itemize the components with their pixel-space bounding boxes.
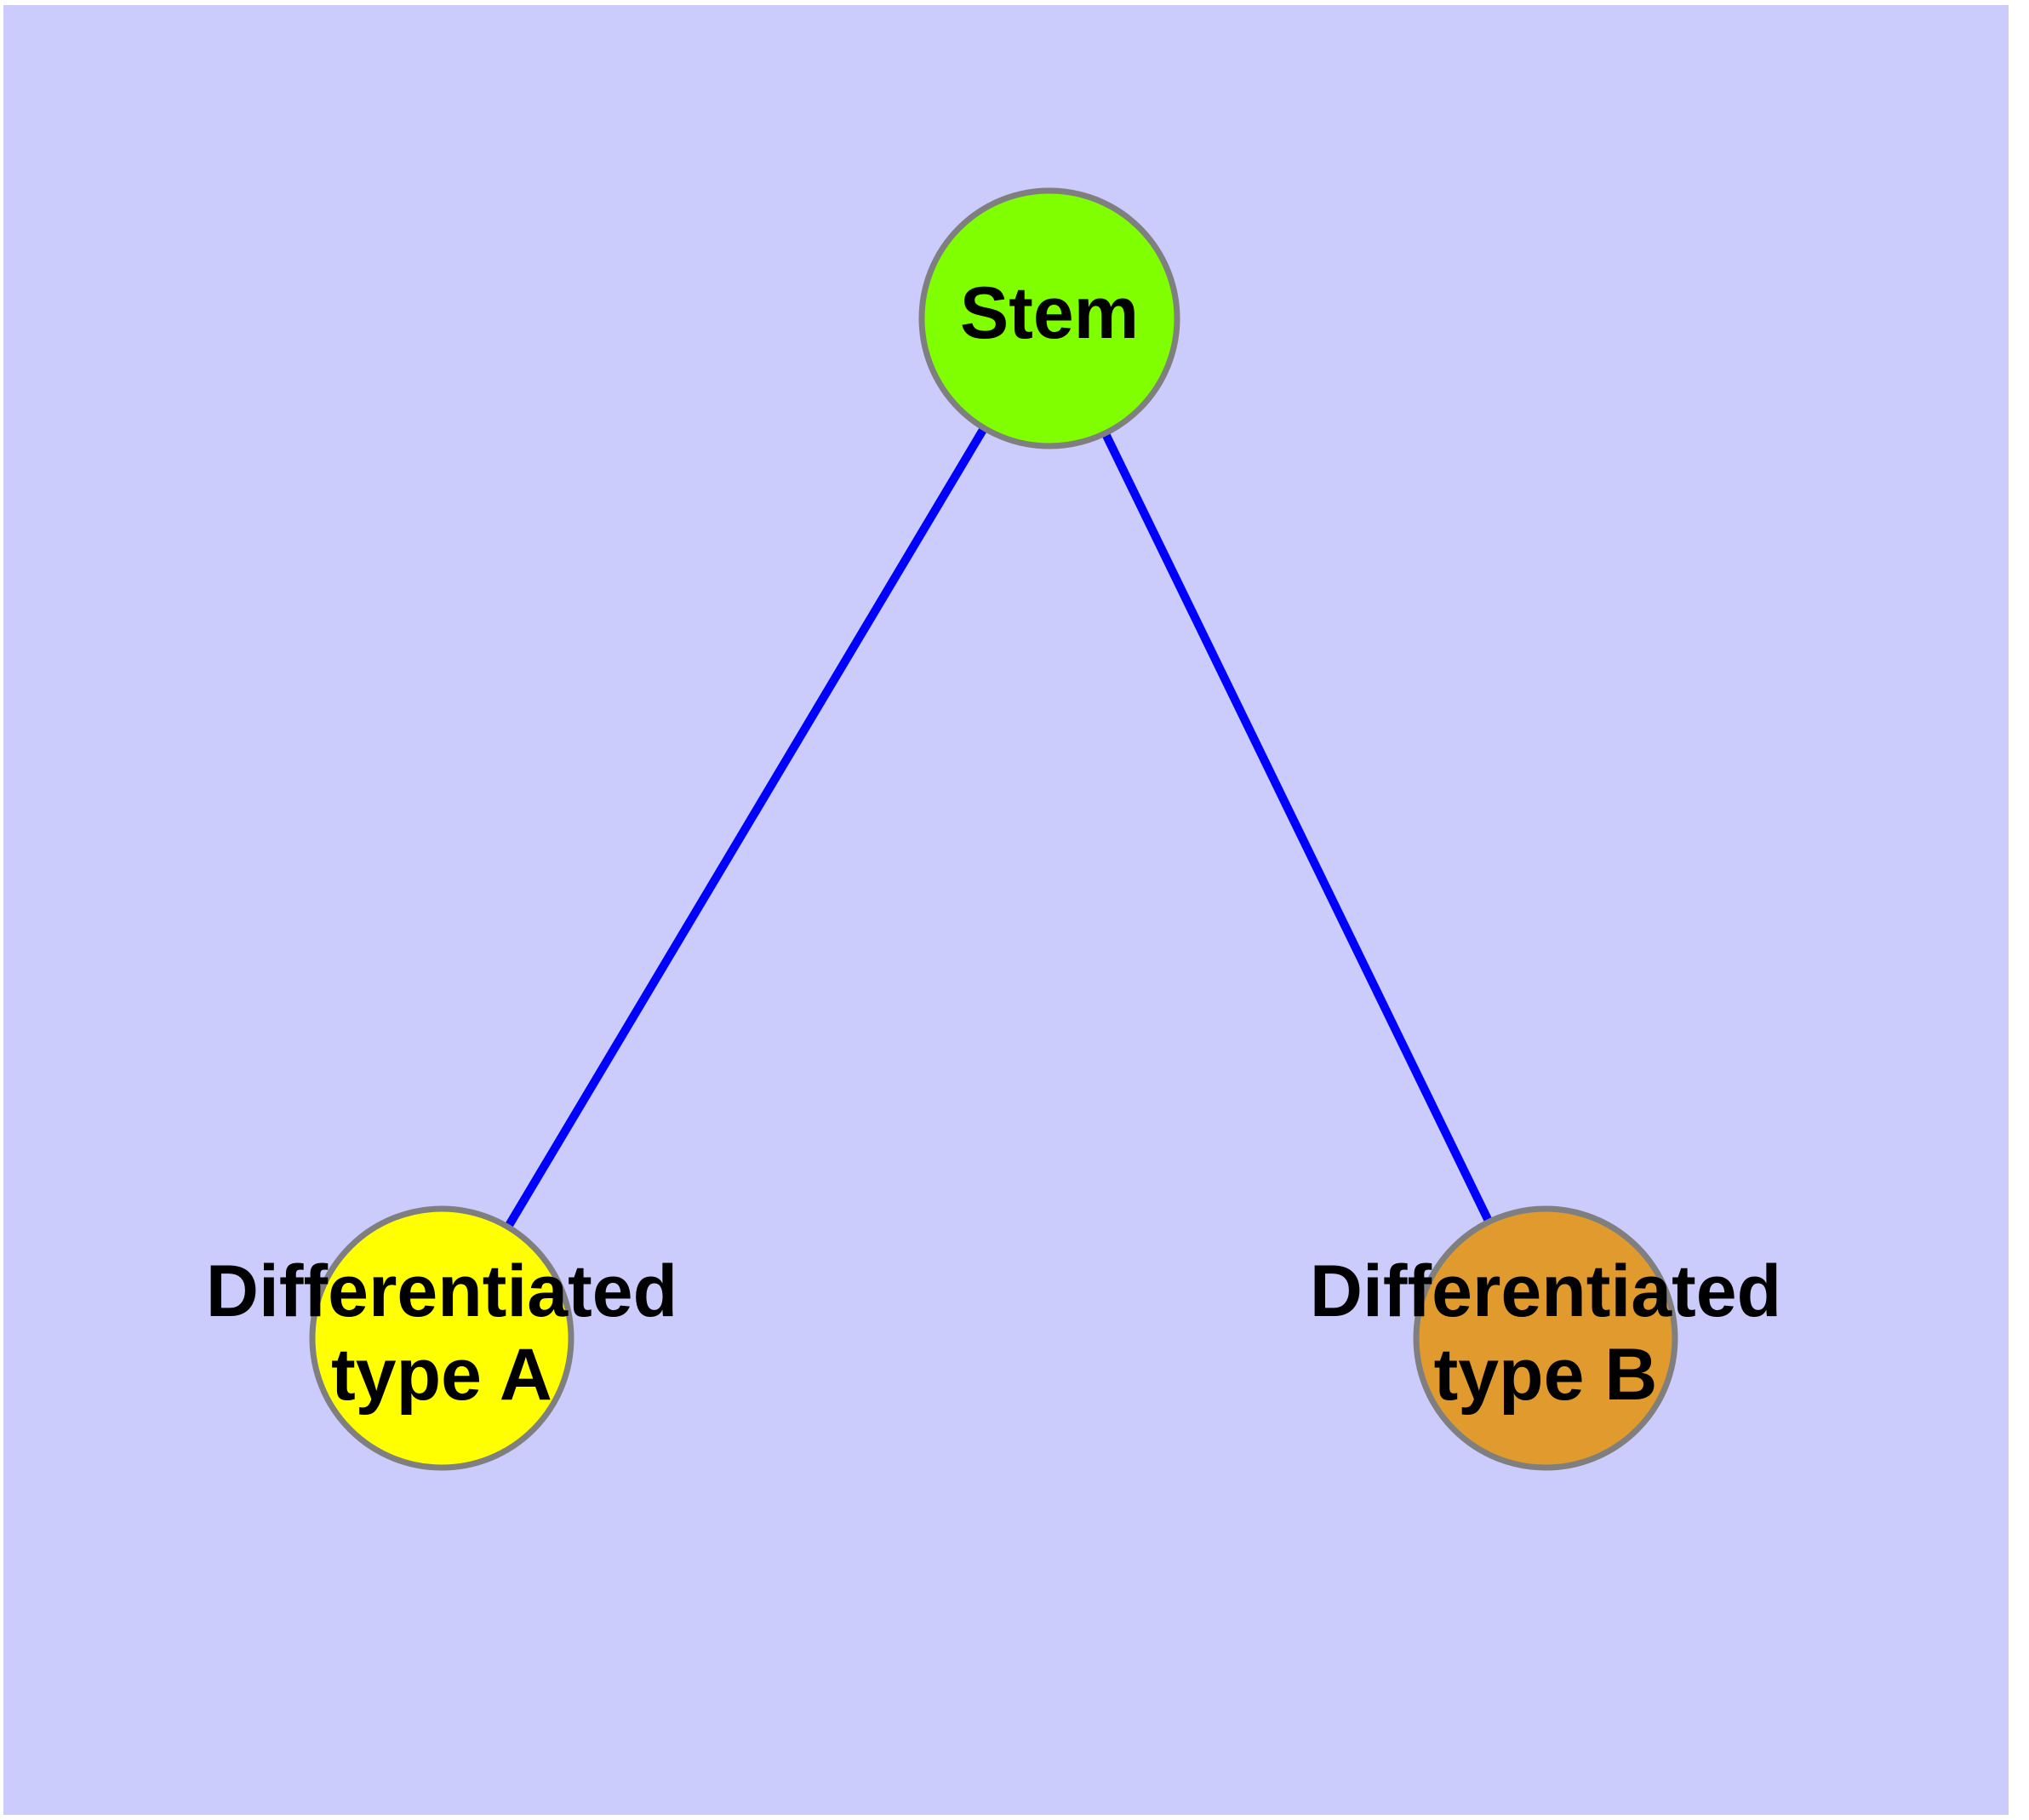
graph-edge-stem-diff_b [1101,431,1493,1224]
graph-node-stem[interactable]: Stem [918,187,1180,449]
node-label-line: type A [331,1334,552,1416]
edge-layer [504,426,1493,1229]
node-label-line: Differentiated [206,1251,677,1332]
node-label-line: Differentiated [1310,1251,1781,1332]
node-circle-diff_b[interactable] [1413,1205,1678,1471]
node-label-line: Stem [960,272,1139,354]
node-circle-diff_a[interactable] [309,1205,574,1471]
node-label-line: type B [1434,1334,1658,1416]
node-circle-stem[interactable] [918,187,1180,449]
node-label-stem: Stem [960,272,1139,354]
graph-edge-stem-diff_a [504,426,988,1229]
